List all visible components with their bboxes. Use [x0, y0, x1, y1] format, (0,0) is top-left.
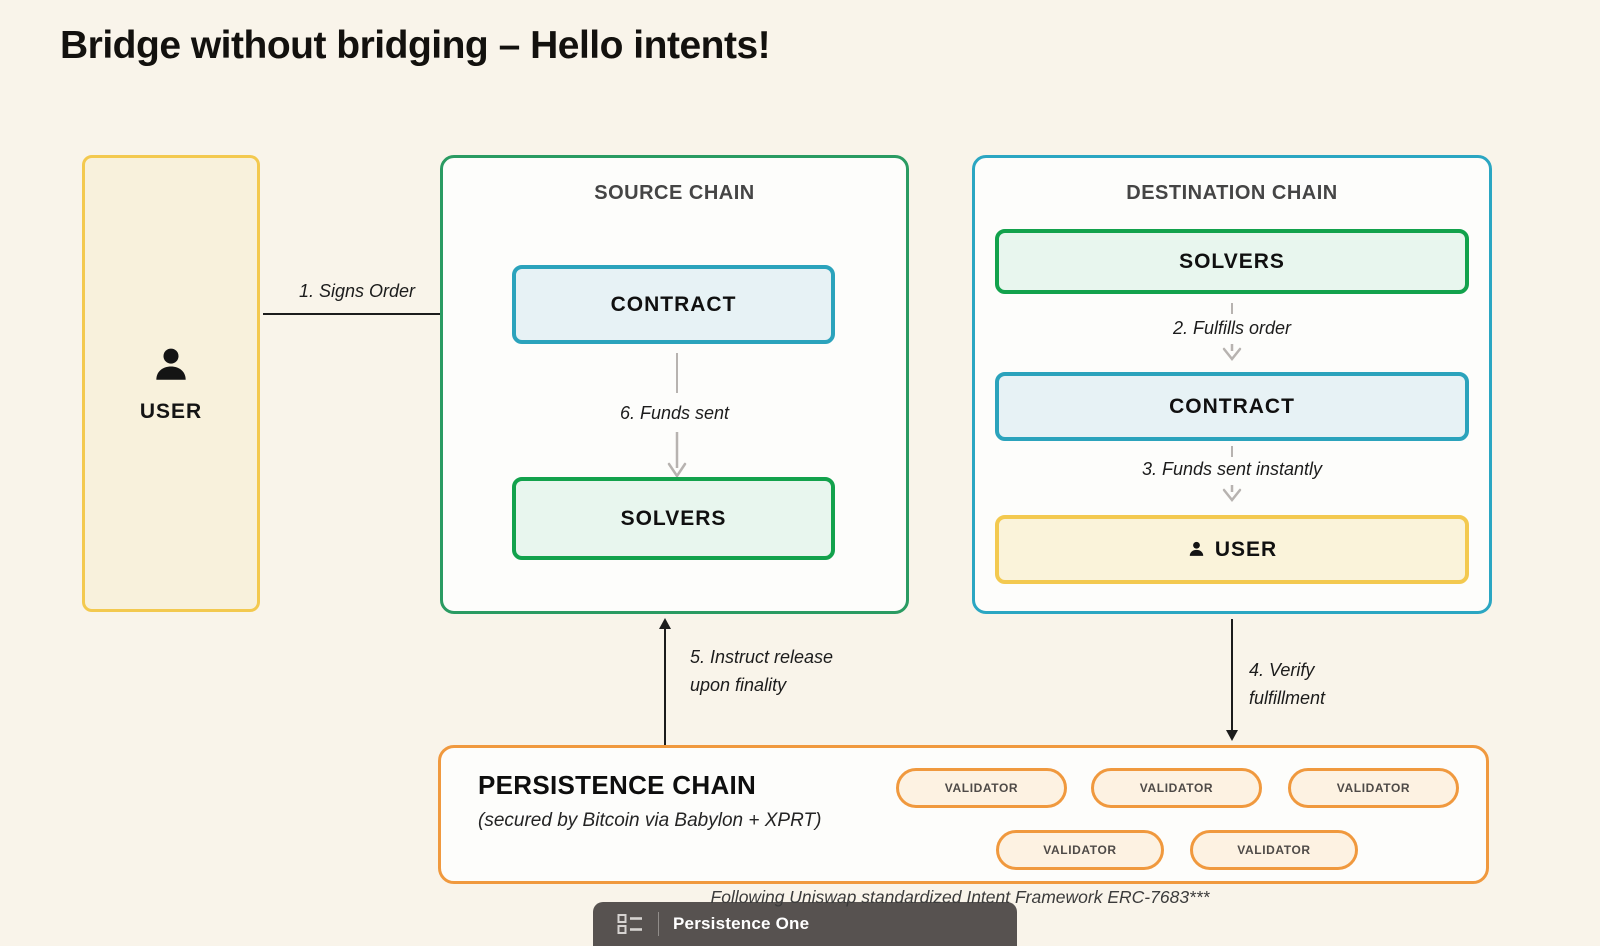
validator-pill: VALIDATOR [1190, 830, 1358, 870]
validator-pill: VALIDATOR [1288, 768, 1459, 808]
validator-pill: VALIDATOR [896, 768, 1067, 808]
persistence-chain-subtitle: (secured by Bitcoin via Babylon + XPRT) [478, 810, 822, 831]
arrow-down-icon [666, 432, 688, 480]
footer-note: Following Uniswap standardized Intent Fr… [710, 887, 1210, 907]
step1-arrow-line [263, 313, 497, 315]
destination-user-node: USER [995, 515, 1469, 584]
source-solvers-node: SOLVERS [512, 477, 835, 560]
destination-solvers-label: SOLVERS [1179, 249, 1285, 273]
arrow-up-icon [659, 618, 671, 629]
step4-arrow-line [1231, 619, 1233, 731]
person-icon [1187, 540, 1206, 559]
destination-contract-label: CONTRACT [1169, 394, 1295, 418]
destination-chain-box: DESTINATION CHAIN SOLVERS 2. Fulfills or… [972, 155, 1492, 614]
step2-label: 2. Fulfills order [1172, 318, 1292, 338]
persistence-one-logo-icon [617, 913, 644, 935]
persistence-chain-title: PERSISTENCE CHAIN [478, 770, 757, 800]
page-title: Bridge without bridging – Hello intents! [60, 24, 771, 67]
destination-solvers-node: SOLVERS [995, 229, 1469, 294]
person-icon [149, 344, 193, 388]
connector-dash [1231, 446, 1233, 457]
destination-user-label: USER [1214, 537, 1278, 561]
source-contract-node: CONTRACT [512, 265, 835, 344]
step4-label: 4. Verify fulfillment [1249, 660, 1326, 708]
step6-label: 6. Funds sent [619, 403, 730, 423]
step3-label: 3. Funds sent instantly [1141, 459, 1323, 479]
validator-pill: VALIDATOR [1091, 768, 1262, 808]
persistence-chain-box: PERSISTENCE CHAIN (secured by Bitcoin vi… [438, 745, 1489, 884]
connector-line [676, 353, 678, 393]
brand-divider [658, 912, 659, 936]
step5-label: 5. Instruct release upon finality [690, 647, 834, 695]
chevron-down-icon [1221, 344, 1243, 362]
user-panel: USER [82, 155, 260, 612]
source-solvers-label: SOLVERS [620, 506, 727, 530]
brand-bar: Persistence One [593, 902, 1017, 946]
step1-label: 1. Signs Order [298, 281, 416, 301]
connector-dash [1231, 303, 1233, 314]
source-chain-box: SOURCE CHAIN CONTRACT 6. Funds sent SOLV… [440, 155, 909, 614]
arrow-down-icon [1226, 730, 1238, 741]
source-chain-title: SOURCE CHAIN [594, 182, 755, 204]
step5-arrow-line [664, 628, 666, 745]
validator-pill: VALIDATOR [996, 830, 1164, 870]
brand-name: Persistence One [673, 914, 810, 933]
source-contract-label: CONTRACT [610, 292, 737, 316]
destination-contract-node: CONTRACT [995, 372, 1469, 441]
user-panel-label: USER [139, 399, 203, 423]
destination-chain-title: DESTINATION CHAIN [1126, 182, 1338, 204]
chevron-down-icon [1221, 485, 1243, 503]
